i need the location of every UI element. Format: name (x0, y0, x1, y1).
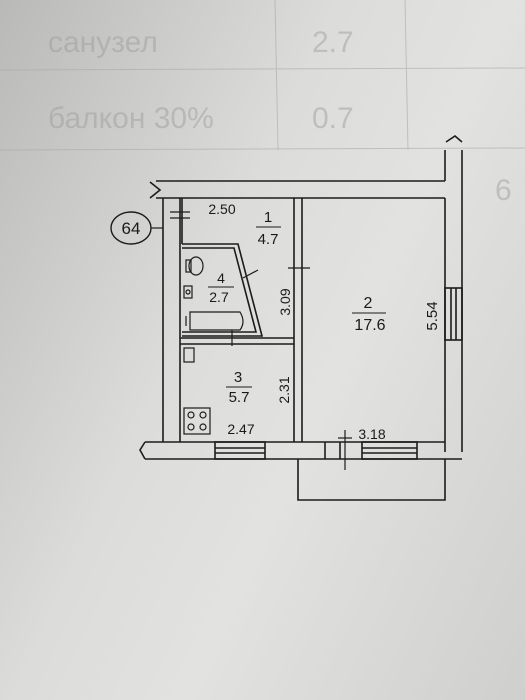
room-2-area: 17.6 (354, 317, 385, 334)
walls (139, 134, 463, 501)
fixtures (170, 211, 352, 470)
dim-kitchen-width: 2.47 (227, 421, 254, 437)
toilet-icon (188, 256, 204, 276)
bg-row-2-text: балкон 30% (48, 102, 214, 135)
dim-hall-width: 2.50 (208, 201, 235, 217)
bg-row-1-text: санузел (48, 26, 158, 59)
room-1-area: 4.7 (258, 231, 279, 248)
sink-icon (183, 285, 193, 299)
stove-icon (183, 407, 211, 435)
dim-room-width: 3.18 (358, 426, 385, 442)
bathtub-icon (189, 311, 244, 331)
bg-row-1-value: 2.7 (312, 26, 354, 59)
room-3-number: 3 (234, 369, 242, 386)
dim-bath-length: 3.09 (277, 288, 293, 315)
dim-kitchen-height: 2.31 (276, 376, 292, 403)
kitchen-sink-icon (183, 347, 195, 363)
room-2-number: 2 (364, 295, 373, 312)
apartment-number: 64 (122, 219, 141, 238)
bg-row-2-value: 0.7 (312, 102, 354, 135)
room-4-area: 2.7 (209, 289, 229, 305)
bg-edge-value: 6 (495, 174, 512, 207)
dim-room-length: 5.54 (424, 301, 441, 330)
room-3-area: 5.7 (229, 389, 250, 406)
room-1-number: 1 (264, 209, 272, 226)
room-4-number: 4 (217, 270, 225, 286)
